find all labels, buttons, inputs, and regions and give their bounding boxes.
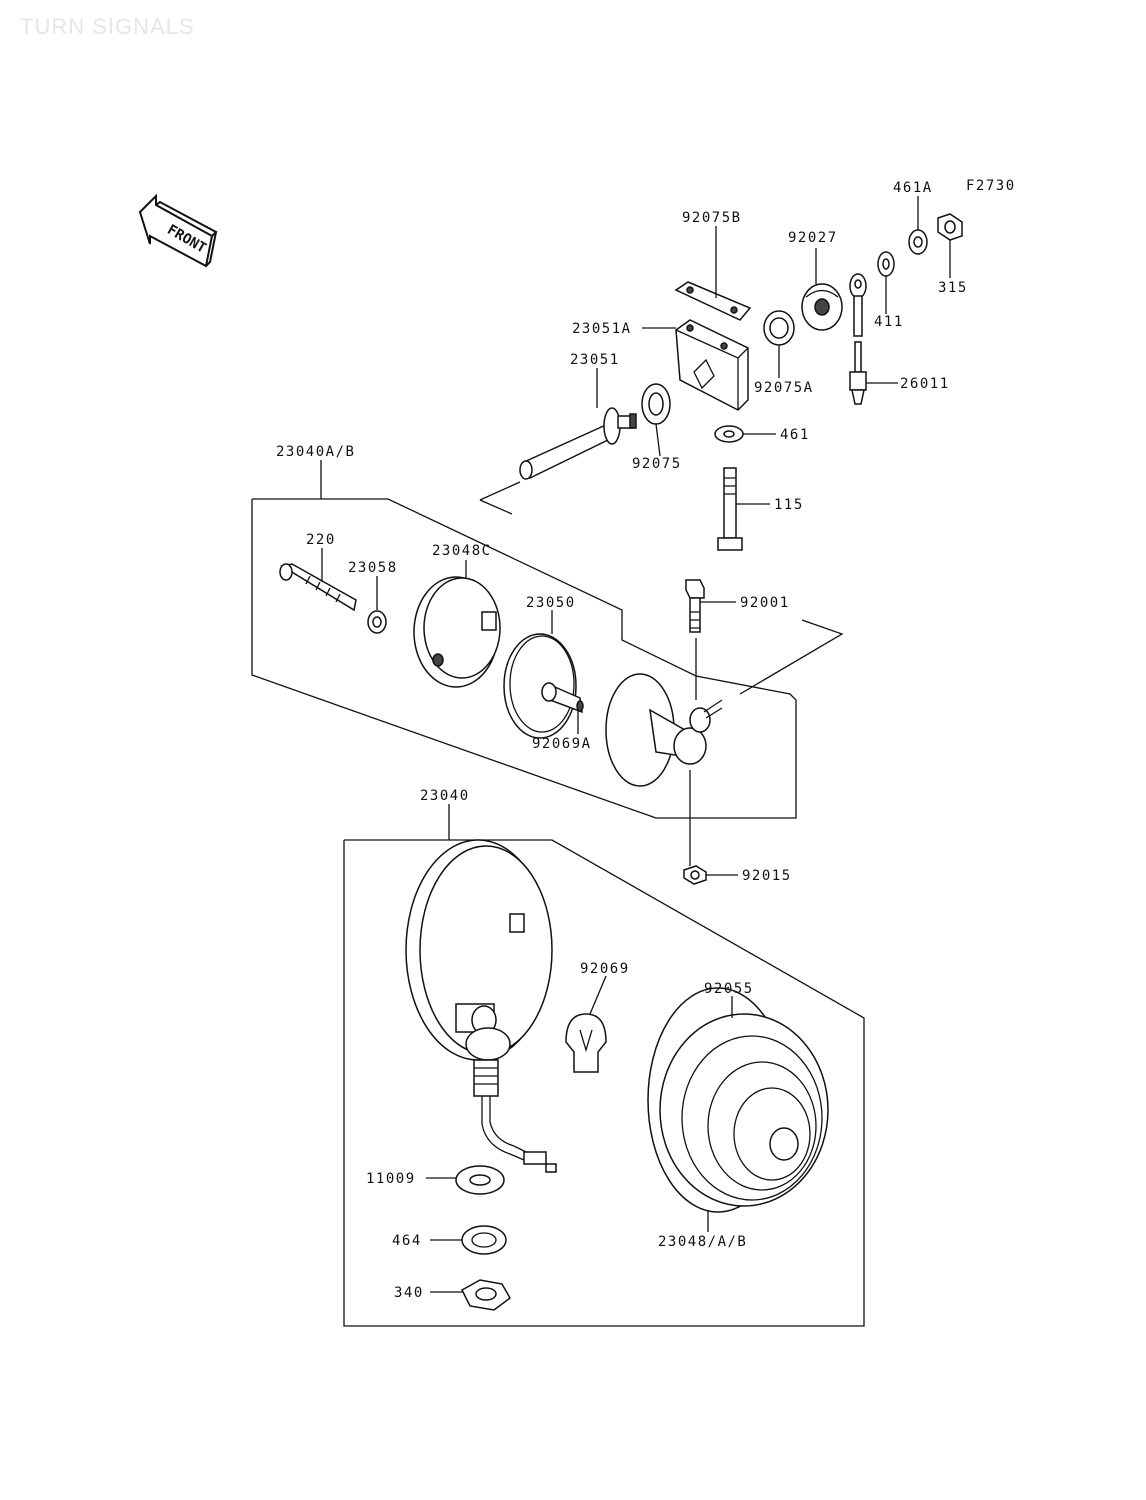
label-461A: 461A (893, 180, 933, 196)
part-92027-grommet (801, 283, 843, 331)
frame-23040 (343, 839, 865, 1327)
part-23040-housing (405, 839, 557, 1173)
label-23051: 23051 (570, 352, 620, 368)
label-92015: 92015 (742, 868, 792, 884)
part-464-lockwasher (461, 1225, 507, 1255)
part-23050-gasket (503, 633, 577, 739)
part-92001-bolt (685, 579, 705, 633)
leader-lines (320, 196, 951, 1293)
part-92075-grommet (641, 383, 671, 425)
signal-body (605, 673, 723, 787)
part-23048C-rim (413, 576, 501, 688)
label-340: 340 (394, 1285, 424, 1301)
part-92015-nut (683, 865, 707, 885)
label-26011: 26011 (900, 376, 950, 392)
part-26011-connector (849, 341, 867, 405)
label-92055: 92055 (704, 981, 754, 997)
label-23048C: 23048C (432, 543, 492, 559)
part-220-screw (279, 563, 357, 612)
label-11009: 11009 (366, 1171, 416, 1187)
label-411: 411 (874, 314, 904, 330)
label-23040AB: 23040A/B (276, 444, 355, 460)
label-92027: 92027 (788, 230, 838, 246)
part-315-nut (937, 213, 963, 241)
label-92001: 92001 (740, 595, 790, 611)
label-461: 461 (780, 427, 810, 443)
part-411-washer (877, 251, 895, 277)
terminal-lug (849, 273, 867, 337)
part-23051A-bracket (675, 319, 749, 411)
front-direction-arrow: FRONT (138, 193, 218, 268)
part-92075A-grommet (763, 310, 795, 346)
page-title: TURN SIGNALS (20, 14, 195, 39)
part-461-washer (714, 425, 744, 443)
label-315: 315 (938, 280, 968, 296)
part-115-bolt (717, 467, 743, 551)
frame-23040AB (251, 498, 797, 819)
label-92075A: 92075A (754, 380, 814, 396)
part-11009-washer (455, 1165, 505, 1195)
part-461A-washer (908, 229, 928, 255)
label-92075: 92075 (632, 456, 682, 472)
part-92069-bulb (565, 1013, 607, 1073)
label-23048AB: 23048/A/B (658, 1234, 747, 1250)
figure-code: F2730 (966, 178, 1016, 194)
label-23050: 23050 (526, 595, 576, 611)
part-92075B-plate (674, 281, 752, 321)
part-340-nut (461, 1279, 511, 1311)
label-464: 464 (392, 1233, 422, 1249)
part-92069A-bulb (541, 682, 584, 714)
label-23058: 23058 (348, 560, 398, 576)
label-23040: 23040 (420, 788, 470, 804)
label-92069A: 92069A (532, 736, 592, 752)
part-23051-stem (519, 407, 637, 480)
part-23058-nut (367, 610, 387, 634)
label-23051A: 23051A (572, 321, 632, 337)
label-92075B: 92075B (682, 210, 742, 226)
label-220: 220 (306, 532, 336, 548)
label-115: 115 (774, 497, 804, 513)
part-23048AB-lens (647, 987, 829, 1213)
label-92069: 92069 (580, 961, 630, 977)
